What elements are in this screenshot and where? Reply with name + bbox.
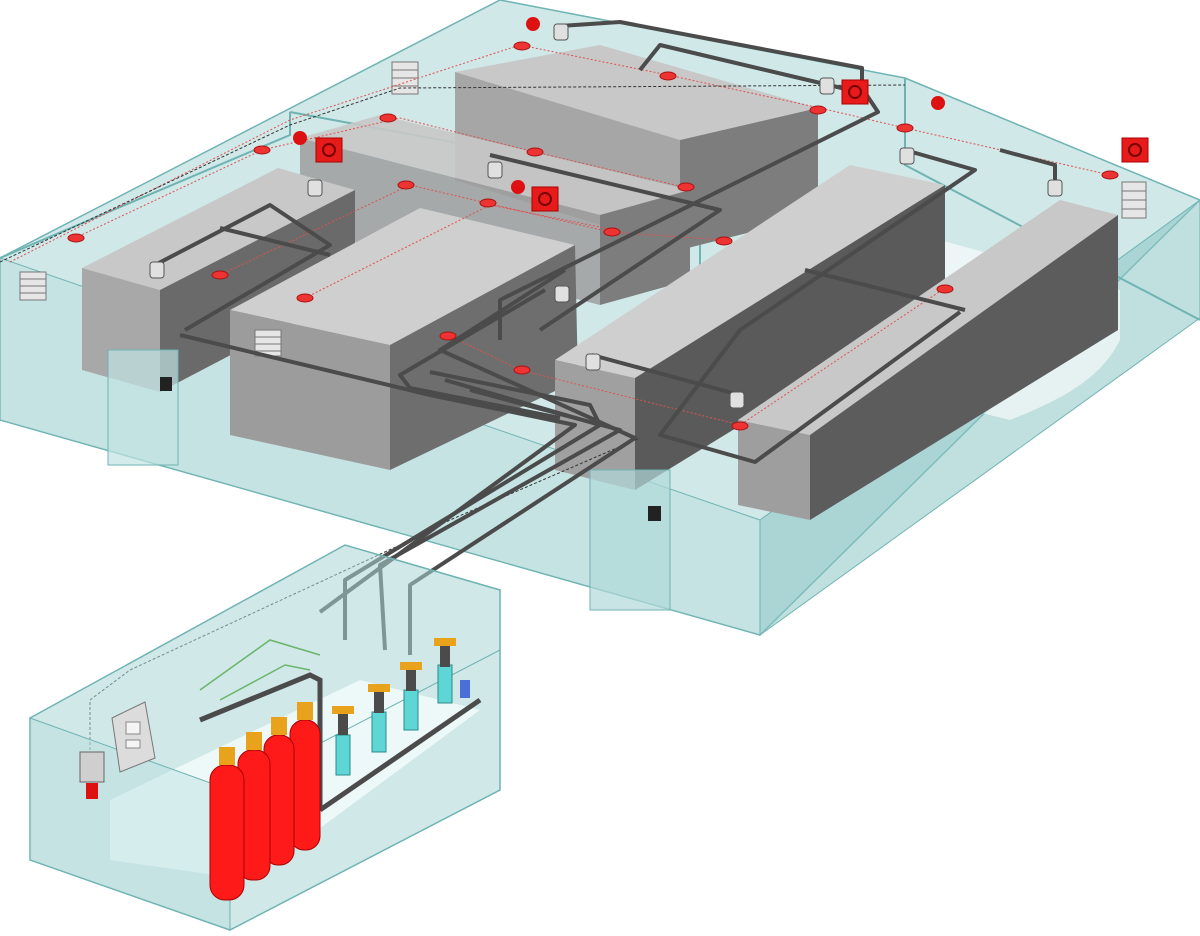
smoke-detector-icon (296, 293, 314, 303)
wall-socket (160, 377, 172, 391)
selector-valve-icon (332, 706, 354, 776)
nozzles (149, 23, 1063, 409)
selector-valve-icon (368, 684, 390, 753)
nozzle-icon (729, 391, 745, 409)
equipment-room (29, 544, 501, 931)
smoke-detector-icon (513, 41, 531, 51)
gas-cylinder-icon (209, 747, 245, 901)
gas-cylinders (209, 702, 321, 901)
manual-release-station-icon (79, 751, 105, 799)
nozzle-icon (819, 77, 835, 95)
smoke-detector-icon (659, 71, 677, 81)
smoke-detector-icon (809, 105, 827, 115)
nozzle-icon (307, 179, 323, 197)
wall-socket (648, 506, 661, 521)
smoke-detector-icon (479, 198, 497, 208)
pressure-switch-icon (460, 680, 470, 698)
smoke-detector-icon (603, 227, 621, 237)
vent-grille-icon (1121, 181, 1147, 219)
nozzle-icon (899, 147, 915, 165)
doors (107, 349, 671, 611)
smoke-detector-icon (677, 182, 695, 192)
strobe-siren-icon (315, 137, 343, 163)
vent-grille-icon (391, 61, 419, 95)
nozzle-icon (1047, 179, 1063, 197)
vent-grilles (19, 61, 1147, 357)
detectors (67, 41, 1119, 431)
smoke-detector-icon (379, 113, 397, 123)
strobe-siren-icon (1121, 137, 1149, 163)
vent-grille-icon (254, 329, 282, 357)
smoke-detector-icon (211, 270, 229, 280)
smoke-detector-icon (1101, 170, 1119, 180)
smoke-detector-icon (526, 147, 544, 157)
selector-valve-icon (400, 662, 422, 731)
door (107, 349, 179, 466)
strobe-siren-icon (531, 186, 559, 212)
nozzle-icon (553, 23, 569, 41)
strobe-siren-icon (841, 79, 869, 105)
alarm-bell-icon (511, 180, 525, 194)
control-lines (199, 639, 321, 701)
control-panel-icon (111, 701, 156, 773)
smoke-detector-icon (253, 145, 271, 155)
smoke-detector-icon (67, 233, 85, 243)
gas-cylinder-icon (237, 732, 271, 881)
alarm-bell-icon (293, 131, 307, 145)
door (589, 469, 671, 611)
manifold-pipe (318, 697, 482, 813)
smoke-detector-icon (439, 331, 457, 341)
smoke-detector-icon (513, 365, 531, 375)
gas-cylinder-icon (263, 717, 295, 866)
rack-block (738, 200, 1118, 520)
smoke-detector-icon (896, 123, 914, 133)
smoke-detector-icon (731, 421, 749, 431)
selector-valve-icon (434, 638, 456, 704)
smoke-detector-icon (936, 284, 954, 294)
partition-wall (0, 112, 291, 259)
smoke-detector-icon (715, 236, 733, 246)
alarm-bell-icon (931, 96, 945, 110)
alarms (293, 17, 1149, 212)
selector-valves (332, 638, 470, 776)
nozzle-icon (487, 161, 503, 179)
nozzle-icon (585, 353, 601, 371)
nozzle-icon (554, 285, 570, 303)
nozzle-icon (149, 261, 165, 279)
vent-grille-icon (19, 271, 47, 301)
smoke-detector-icon (397, 180, 415, 190)
alarm-bell-icon (526, 17, 540, 31)
